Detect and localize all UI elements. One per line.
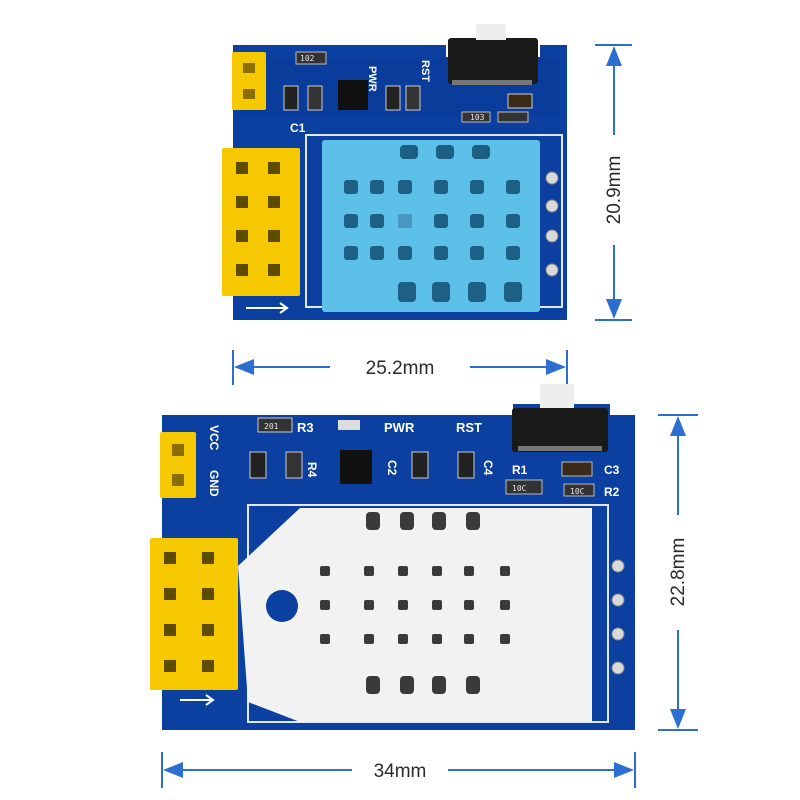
bottom-height-dimension: 22.8mm <box>658 414 698 731</box>
bottom-r3-label: R3 <box>297 420 314 435</box>
top-height-label: 20.9mm <box>604 156 625 225</box>
top-smd-components: 103 <box>283 80 533 123</box>
dht11-pins <box>545 171 559 277</box>
bottom-r4-label: R4 <box>305 462 319 478</box>
bottom-r1-code: 10C <box>512 484 527 493</box>
bottom-8pin-header <box>150 538 238 690</box>
bottom-gnd-label: GND <box>207 470 221 497</box>
bottom-rst-label: RST <box>456 420 482 435</box>
bottom-width-label: 34mm <box>374 761 427 782</box>
top-r-code: 103 <box>470 113 485 122</box>
top-pwr-label: PWR <box>366 66 378 92</box>
bottom-module: VCC GND 201 R3 PWR RST R4 C2 C4 R1 10C C… <box>150 384 635 730</box>
top-rst-label: RST <box>419 60 431 82</box>
top-8pin-header <box>222 148 300 296</box>
top-2pin-header <box>232 52 266 110</box>
top-height-dimension: 20.9mm <box>595 44 632 321</box>
top-module: 102 102 PWR RST C1 103 <box>222 24 567 320</box>
top-c1-label: C1 <box>290 121 306 135</box>
bottom-width-dimension: 34mm <box>161 752 636 788</box>
bottom-r2-code: 10C <box>570 487 585 496</box>
bottom-r2-label: R2 <box>604 485 620 499</box>
bottom-height-label: 22.8mm <box>668 538 689 607</box>
bottom-pwr-label: PWR <box>384 420 415 435</box>
dht22-pins <box>611 559 625 675</box>
bottom-smd-components <box>249 450 595 497</box>
top-width-dimension: 25.2mm <box>232 350 568 385</box>
dht22-mounting-hole <box>266 590 298 622</box>
bottom-reset-button[interactable] <box>512 384 608 452</box>
bottom-vcc-label: VCC <box>207 425 221 451</box>
bottom-r1-label: R1 <box>512 463 528 477</box>
top-width-label: 25.2mm <box>366 358 435 379</box>
bottom-c3-label: C3 <box>604 463 620 477</box>
bottom-c4-label: C4 <box>481 460 495 476</box>
bottom-2pin-header <box>160 432 196 498</box>
dht11-sensor <box>322 140 540 312</box>
top-r2-code-label: 102 <box>300 54 315 63</box>
dht22-sensor <box>238 508 592 722</box>
bottom-c2-label: C2 <box>385 460 399 476</box>
bottom-r3-code: 201 <box>264 422 279 431</box>
top-reset-button[interactable] <box>448 24 538 85</box>
